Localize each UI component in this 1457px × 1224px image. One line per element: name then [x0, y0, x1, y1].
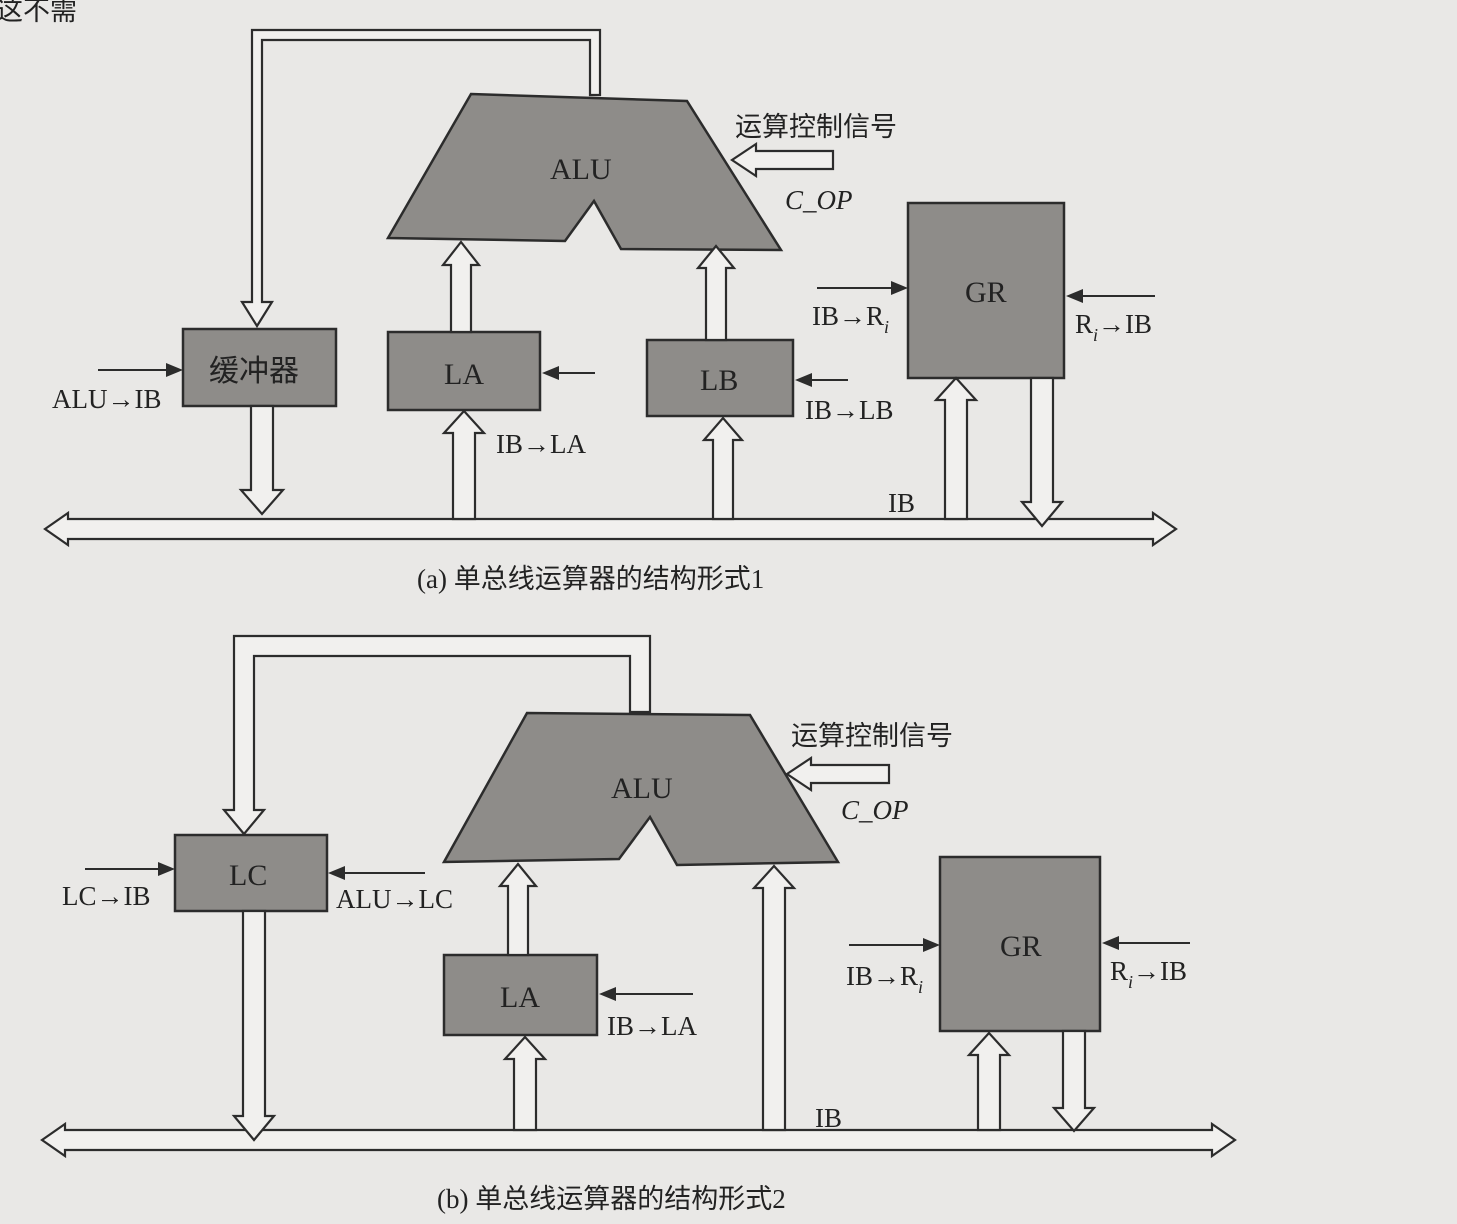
gr-register-file-b — [938, 855, 1102, 1033]
la-label-b: LA — [500, 981, 540, 1014]
ib-to-ri-label-a: IB→Ri — [812, 301, 889, 337]
gr-register-file-a — [906, 201, 1066, 380]
la-register-b — [442, 953, 599, 1037]
ib-to-la-arrowhead-b — [599, 987, 616, 1001]
lb-label: LB — [700, 364, 738, 397]
la-label-a: LA — [444, 358, 484, 391]
ib-to-la-label-a: IB→LA — [496, 429, 586, 459]
alu-block-b — [441, 711, 841, 867]
internal-bus-a — [43, 510, 1178, 548]
alu-label-b: ALU — [611, 772, 673, 805]
ib-to-ri-arrowhead-b — [923, 938, 940, 952]
gr-to-bus-path-a — [1019, 376, 1065, 528]
alu-block-a — [385, 92, 784, 252]
bus-to-gr-path-b — [966, 1031, 1012, 1132]
ib-to-ri-arrowhead-a — [891, 281, 908, 295]
ri-to-ib-arrowhead-b — [1102, 936, 1119, 950]
c-op-label-b: C_OP — [841, 795, 909, 825]
ri-to-ib-label-a: Ri→IB — [1075, 309, 1152, 345]
diagram-b: IB ALU 运算控制信号 C_OP LC LC→IB ALU→LC LA IB… — [40, 634, 1237, 1214]
alu-to-ib-arrowhead — [166, 363, 183, 377]
lc-register — [173, 833, 329, 913]
alu-to-lc-arrowhead — [328, 866, 345, 880]
diagram-a: IB ALU 运算控制信号 C_OP 缓冲器 ALU→IB LA IB→LA L… — [43, 28, 1178, 594]
control-signal-label-b: 运算控制信号 — [791, 721, 953, 752]
lb-to-alu-path — [695, 244, 737, 342]
bus-to-alu-path-b — [751, 864, 797, 1132]
control-signal-arrow-b — [785, 755, 891, 793]
caption-a: (a) 单总线运算器的结构形式1 — [417, 564, 764, 594]
page-fragment-text: 这不需 — [0, 0, 77, 27]
c-op-label-a: C_OP — [785, 185, 853, 215]
alu-to-lc-label: ALU→LC — [336, 884, 453, 914]
gr-label-b: GR — [1000, 930, 1042, 963]
bus-label-a: IB — [888, 488, 915, 518]
ib-to-lb-label: IB→LB — [805, 395, 894, 425]
la-to-alu-path-a — [440, 240, 482, 334]
gr-to-bus-path-b — [1051, 1029, 1097, 1133]
lc-to-bus-path — [231, 909, 277, 1142]
ib-to-la-label-b: IB→LA — [607, 1011, 697, 1041]
la-to-alu-path-b — [497, 862, 539, 957]
alu-feedback-path-b — [221, 634, 652, 836]
alu-to-ib-label: ALU→IB — [52, 384, 162, 414]
buffer-block — [181, 327, 338, 408]
lc-to-ib-arrowhead — [158, 862, 175, 876]
buffer-label: 缓冲器 — [209, 354, 299, 389]
alu-feedback-path-a — [240, 28, 602, 329]
control-signal-label-a: 运算控制信号 — [735, 112, 897, 143]
ib-to-lb-arrowhead — [795, 373, 812, 387]
ri-to-ib-arrowhead-a — [1066, 289, 1083, 303]
ri-to-ib-label-b: Ri→IB — [1110, 956, 1187, 992]
lc-label: LC — [229, 859, 267, 892]
ib-to-ri-label-b: IB→Ri — [846, 961, 923, 997]
gr-label-a: GR — [965, 276, 1007, 309]
ib-to-la-arrowhead-a — [542, 366, 559, 380]
bus-to-la-path-b — [502, 1035, 548, 1132]
alu-label-a: ALU — [550, 153, 612, 186]
bus-label-b: IB — [815, 1103, 842, 1133]
bus-to-gr-path-a — [933, 376, 979, 521]
internal-bus-b — [40, 1121, 1237, 1159]
control-signal-arrow-a — [730, 141, 835, 179]
bus-to-la-path-a — [441, 409, 487, 521]
buffer-to-bus-path — [238, 404, 286, 516]
bus-to-lb-path — [701, 416, 745, 521]
caption-b: (b) 单总线运算器的结构形式2 — [437, 1184, 786, 1214]
lc-to-ib-label: LC→IB — [62, 881, 151, 911]
